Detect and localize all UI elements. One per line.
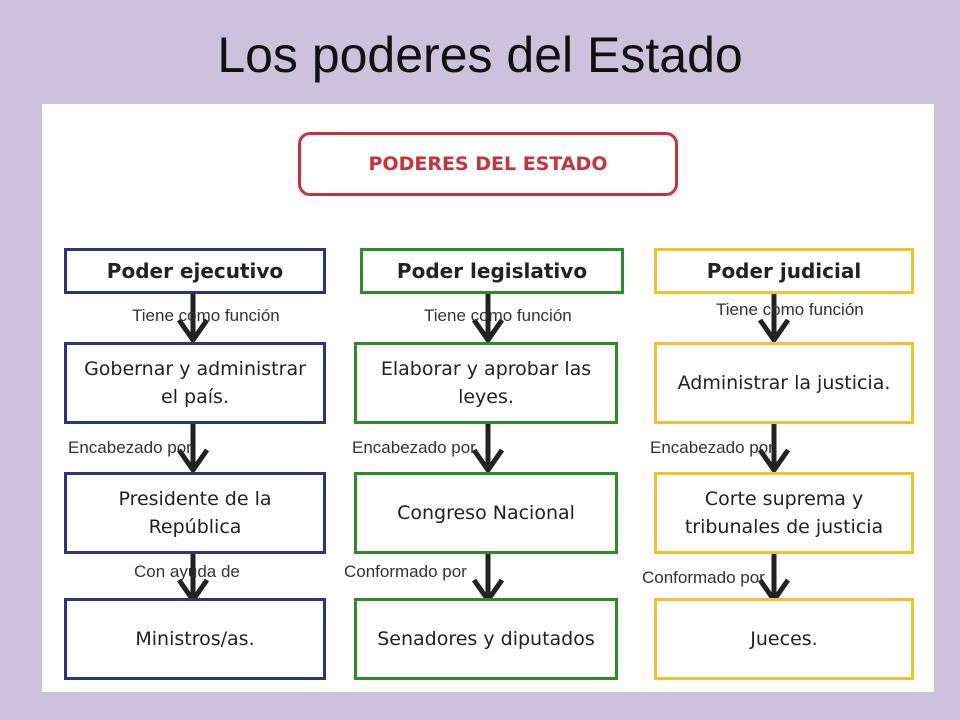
slide-title: Los poderes del Estado bbox=[217, 27, 743, 83]
node-judicial-head: Poder judicial bbox=[654, 248, 914, 294]
label-judicial-funcion: Tiene como función bbox=[716, 300, 864, 319]
arrow-legislativo-2 bbox=[471, 422, 505, 475]
arrow-judicial-1 bbox=[757, 290, 791, 345]
root-node: PODERES DEL ESTADO bbox=[298, 132, 678, 196]
node-legislativo-final: Senadores y diputados bbox=[354, 598, 618, 680]
node-judicial-encabezado: Corte suprema y tribunales de justicia bbox=[654, 472, 914, 554]
arrow-legislativo-1 bbox=[471, 290, 505, 345]
label-legislativo-encabezado: Encabezado por bbox=[352, 438, 476, 457]
label-ejecutivo-final: Con ayuda de bbox=[134, 562, 240, 581]
node-judicial-funcion: Administrar la justicia. bbox=[654, 342, 914, 424]
label-legislativo-final: Conformado por bbox=[344, 562, 467, 581]
node-ejecutivo-encabezado: Presidente de la República bbox=[64, 472, 326, 554]
node-legislativo-funcion: Elaborar y aprobar las leyes. bbox=[354, 342, 618, 424]
label-judicial-final: Conformado por bbox=[642, 568, 765, 587]
label-ejecutivo-encabezado: Encabezado por bbox=[68, 438, 192, 457]
node-ejecutivo-head: Poder ejecutivo bbox=[64, 248, 326, 294]
node-judicial-final: Jueces. bbox=[654, 598, 914, 680]
arrow-ejecutivo-1 bbox=[176, 290, 210, 345]
label-judicial-encabezado: Encabezado por bbox=[650, 438, 774, 457]
node-ejecutivo-final: Ministros/as. bbox=[64, 598, 326, 680]
diagram-panel: PODERES DEL ESTADO Poder ejecutivo Tiene… bbox=[42, 104, 934, 692]
node-legislativo-head: Poder legislativo bbox=[360, 248, 624, 294]
node-legislativo-encabezado: Congreso Nacional bbox=[354, 472, 618, 554]
label-ejecutivo-funcion: Tiene como función bbox=[132, 306, 280, 325]
label-legislativo-funcion: Tiene como función bbox=[424, 306, 572, 325]
arrow-ejecutivo-2 bbox=[176, 422, 210, 475]
node-ejecutivo-funcion: Gobernar y administrar el país. bbox=[64, 342, 326, 424]
arrow-legislativo-3 bbox=[471, 554, 505, 605]
arrow-judicial-2 bbox=[757, 422, 791, 475]
